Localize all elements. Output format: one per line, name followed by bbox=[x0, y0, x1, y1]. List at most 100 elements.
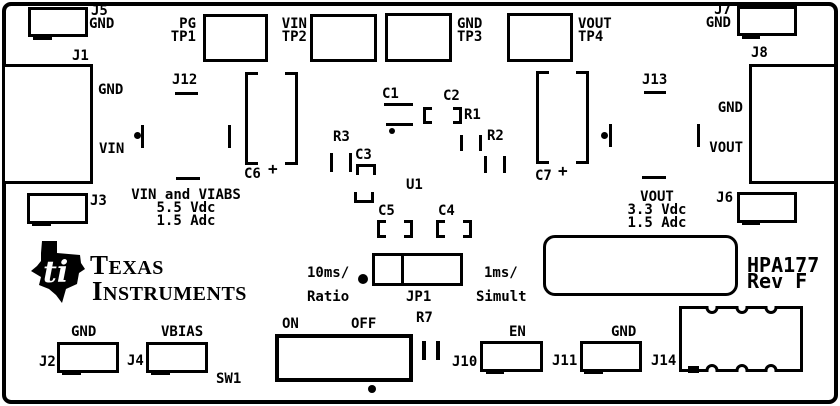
r3-ref-label: R3 bbox=[333, 129, 350, 145]
j7-pad bbox=[737, 6, 797, 36]
tp1-pad bbox=[203, 14, 268, 62]
j4-signal-label: VBIAS bbox=[161, 324, 204, 340]
sw1-off-label: OFF bbox=[351, 316, 377, 332]
j2-pad bbox=[57, 342, 119, 373]
j12-ref-label: J12 bbox=[172, 72, 198, 88]
board-model-label: HPA177 bbox=[747, 253, 820, 277]
jp1-ref-label: JP1 bbox=[406, 289, 432, 305]
j2-ref-label: J2 bbox=[39, 354, 56, 370]
sw1-pin1-dot bbox=[368, 385, 376, 393]
c6-polarity-mark: + bbox=[268, 159, 278, 178]
r7-pad-right bbox=[436, 341, 440, 360]
j8-gnd-label: GND bbox=[717, 100, 743, 116]
logo-wordmark-texas: TEXAS bbox=[90, 250, 164, 281]
j7-ref-label: J7 bbox=[714, 2, 731, 18]
c3-ref-label: C3 bbox=[355, 147, 372, 163]
sw1-on-label: ON bbox=[282, 316, 299, 332]
output-rating-line1: VOUT bbox=[640, 189, 674, 205]
output-rating-tick bbox=[642, 176, 666, 179]
texas-state-shape bbox=[31, 241, 85, 303]
c4-bracket-left bbox=[436, 220, 445, 238]
c5-ref-label: C5 bbox=[378, 203, 395, 219]
instruments-rest: NSTRUMENTS bbox=[103, 283, 247, 305]
tp3-ref-label: TP3 bbox=[457, 29, 483, 45]
j10-pin1-mark bbox=[486, 369, 504, 374]
j1-vin-label: VIN bbox=[99, 141, 125, 157]
j11-pin1-mark bbox=[584, 369, 603, 374]
j3-pin1-mark bbox=[32, 221, 51, 226]
j13-pin1-dot bbox=[601, 132, 608, 139]
j2-pin1-mark bbox=[62, 370, 81, 375]
j6-ref-label: J6 bbox=[716, 190, 733, 206]
c1-pad-bottom bbox=[386, 123, 413, 126]
r7-ref-label: R7 bbox=[416, 310, 433, 326]
j10-ref-label: J10 bbox=[452, 354, 478, 370]
j1-gnd-label: GND bbox=[98, 82, 124, 98]
j11-ref-label: J11 bbox=[552, 353, 578, 369]
c4-ref-label: C4 bbox=[438, 203, 455, 219]
jp1-left-option-line2: Ratio bbox=[307, 289, 350, 305]
j13-ref-label: J13 bbox=[642, 72, 668, 88]
c7-bracket-left bbox=[536, 71, 549, 164]
tp2-signal-label: VIN bbox=[281, 16, 307, 32]
input-rating-line1: VIN and VIABS bbox=[131, 187, 241, 203]
tp4-pad bbox=[507, 13, 573, 62]
r3-pad-left bbox=[330, 153, 333, 172]
j14-connector-outline bbox=[679, 306, 803, 372]
texas-rest: EXAS bbox=[108, 257, 164, 279]
ti-monogram: ti bbox=[43, 255, 68, 290]
j8-vout-label: VOUT bbox=[709, 140, 743, 156]
r1-pad-right bbox=[479, 135, 482, 151]
ti-logo-icon: ti bbox=[31, 241, 85, 303]
tp4-signal-label: VOUT bbox=[578, 16, 612, 32]
j6-pin1-mark bbox=[742, 220, 760, 225]
j2-signal-label: GND bbox=[71, 324, 97, 340]
r1-pad-left bbox=[460, 135, 463, 151]
j12-pin1-bar bbox=[141, 125, 144, 148]
j4-pad bbox=[146, 342, 208, 373]
c1-pin1-dot bbox=[389, 128, 395, 134]
c2-bracket-left bbox=[423, 107, 432, 124]
j4-ref-label: J4 bbox=[127, 353, 144, 369]
j12-pin2-bar bbox=[228, 125, 231, 148]
tp3-signal-label: GND bbox=[457, 16, 483, 32]
c7-bracket-right bbox=[576, 71, 589, 164]
j13-pin1-bar bbox=[609, 124, 612, 147]
j11-pad bbox=[580, 341, 642, 372]
r2-ref-label: R2 bbox=[487, 128, 504, 144]
j8-ref-label: J8 bbox=[751, 45, 768, 61]
output-rating-line2: 3.3 Vdc bbox=[627, 202, 687, 218]
j7-signal-label: GND bbox=[705, 15, 731, 31]
j3-pad bbox=[27, 193, 88, 224]
c6-bracket-right bbox=[285, 72, 298, 165]
jp1-left-option-line1: 10ms/ bbox=[307, 265, 350, 281]
c2-bracket-right bbox=[453, 107, 462, 124]
logo-wordmark-instruments: INSTRUMENTS bbox=[92, 276, 247, 307]
j14-pin1-mark bbox=[688, 366, 699, 373]
instruments-initial: I bbox=[92, 276, 104, 306]
c3-pad-bottom bbox=[354, 192, 374, 203]
sw1-ref-label: SW1 bbox=[216, 371, 242, 387]
c6-ref-label: C6 bbox=[244, 166, 261, 182]
j13-pin2-bar bbox=[697, 124, 700, 147]
input-rating-line3: 1.5 Adc bbox=[156, 213, 216, 229]
jp1-jumper-divider bbox=[401, 253, 404, 286]
j13-underline bbox=[644, 91, 666, 94]
j1-terminal-block bbox=[2, 64, 93, 184]
tp4-ref-label: TP4 bbox=[578, 29, 604, 45]
j1-ref-label: J1 bbox=[72, 48, 89, 64]
r2-pad-right bbox=[503, 156, 506, 173]
r2-pad-left bbox=[484, 156, 487, 173]
c5-bracket-left bbox=[377, 220, 386, 238]
c1-pad-top bbox=[384, 103, 413, 106]
jp1-right-option-line2: Simult bbox=[476, 289, 527, 305]
input-rating-tick bbox=[176, 177, 200, 180]
texas-initial: T bbox=[90, 250, 109, 280]
j3-ref-label: J3 bbox=[90, 193, 107, 209]
j11-signal-label: GND bbox=[611, 324, 637, 340]
j5-signal-label: GND bbox=[89, 16, 115, 32]
c3-pad-top bbox=[356, 164, 376, 175]
tp1-ref-label: TP1 bbox=[170, 29, 196, 45]
